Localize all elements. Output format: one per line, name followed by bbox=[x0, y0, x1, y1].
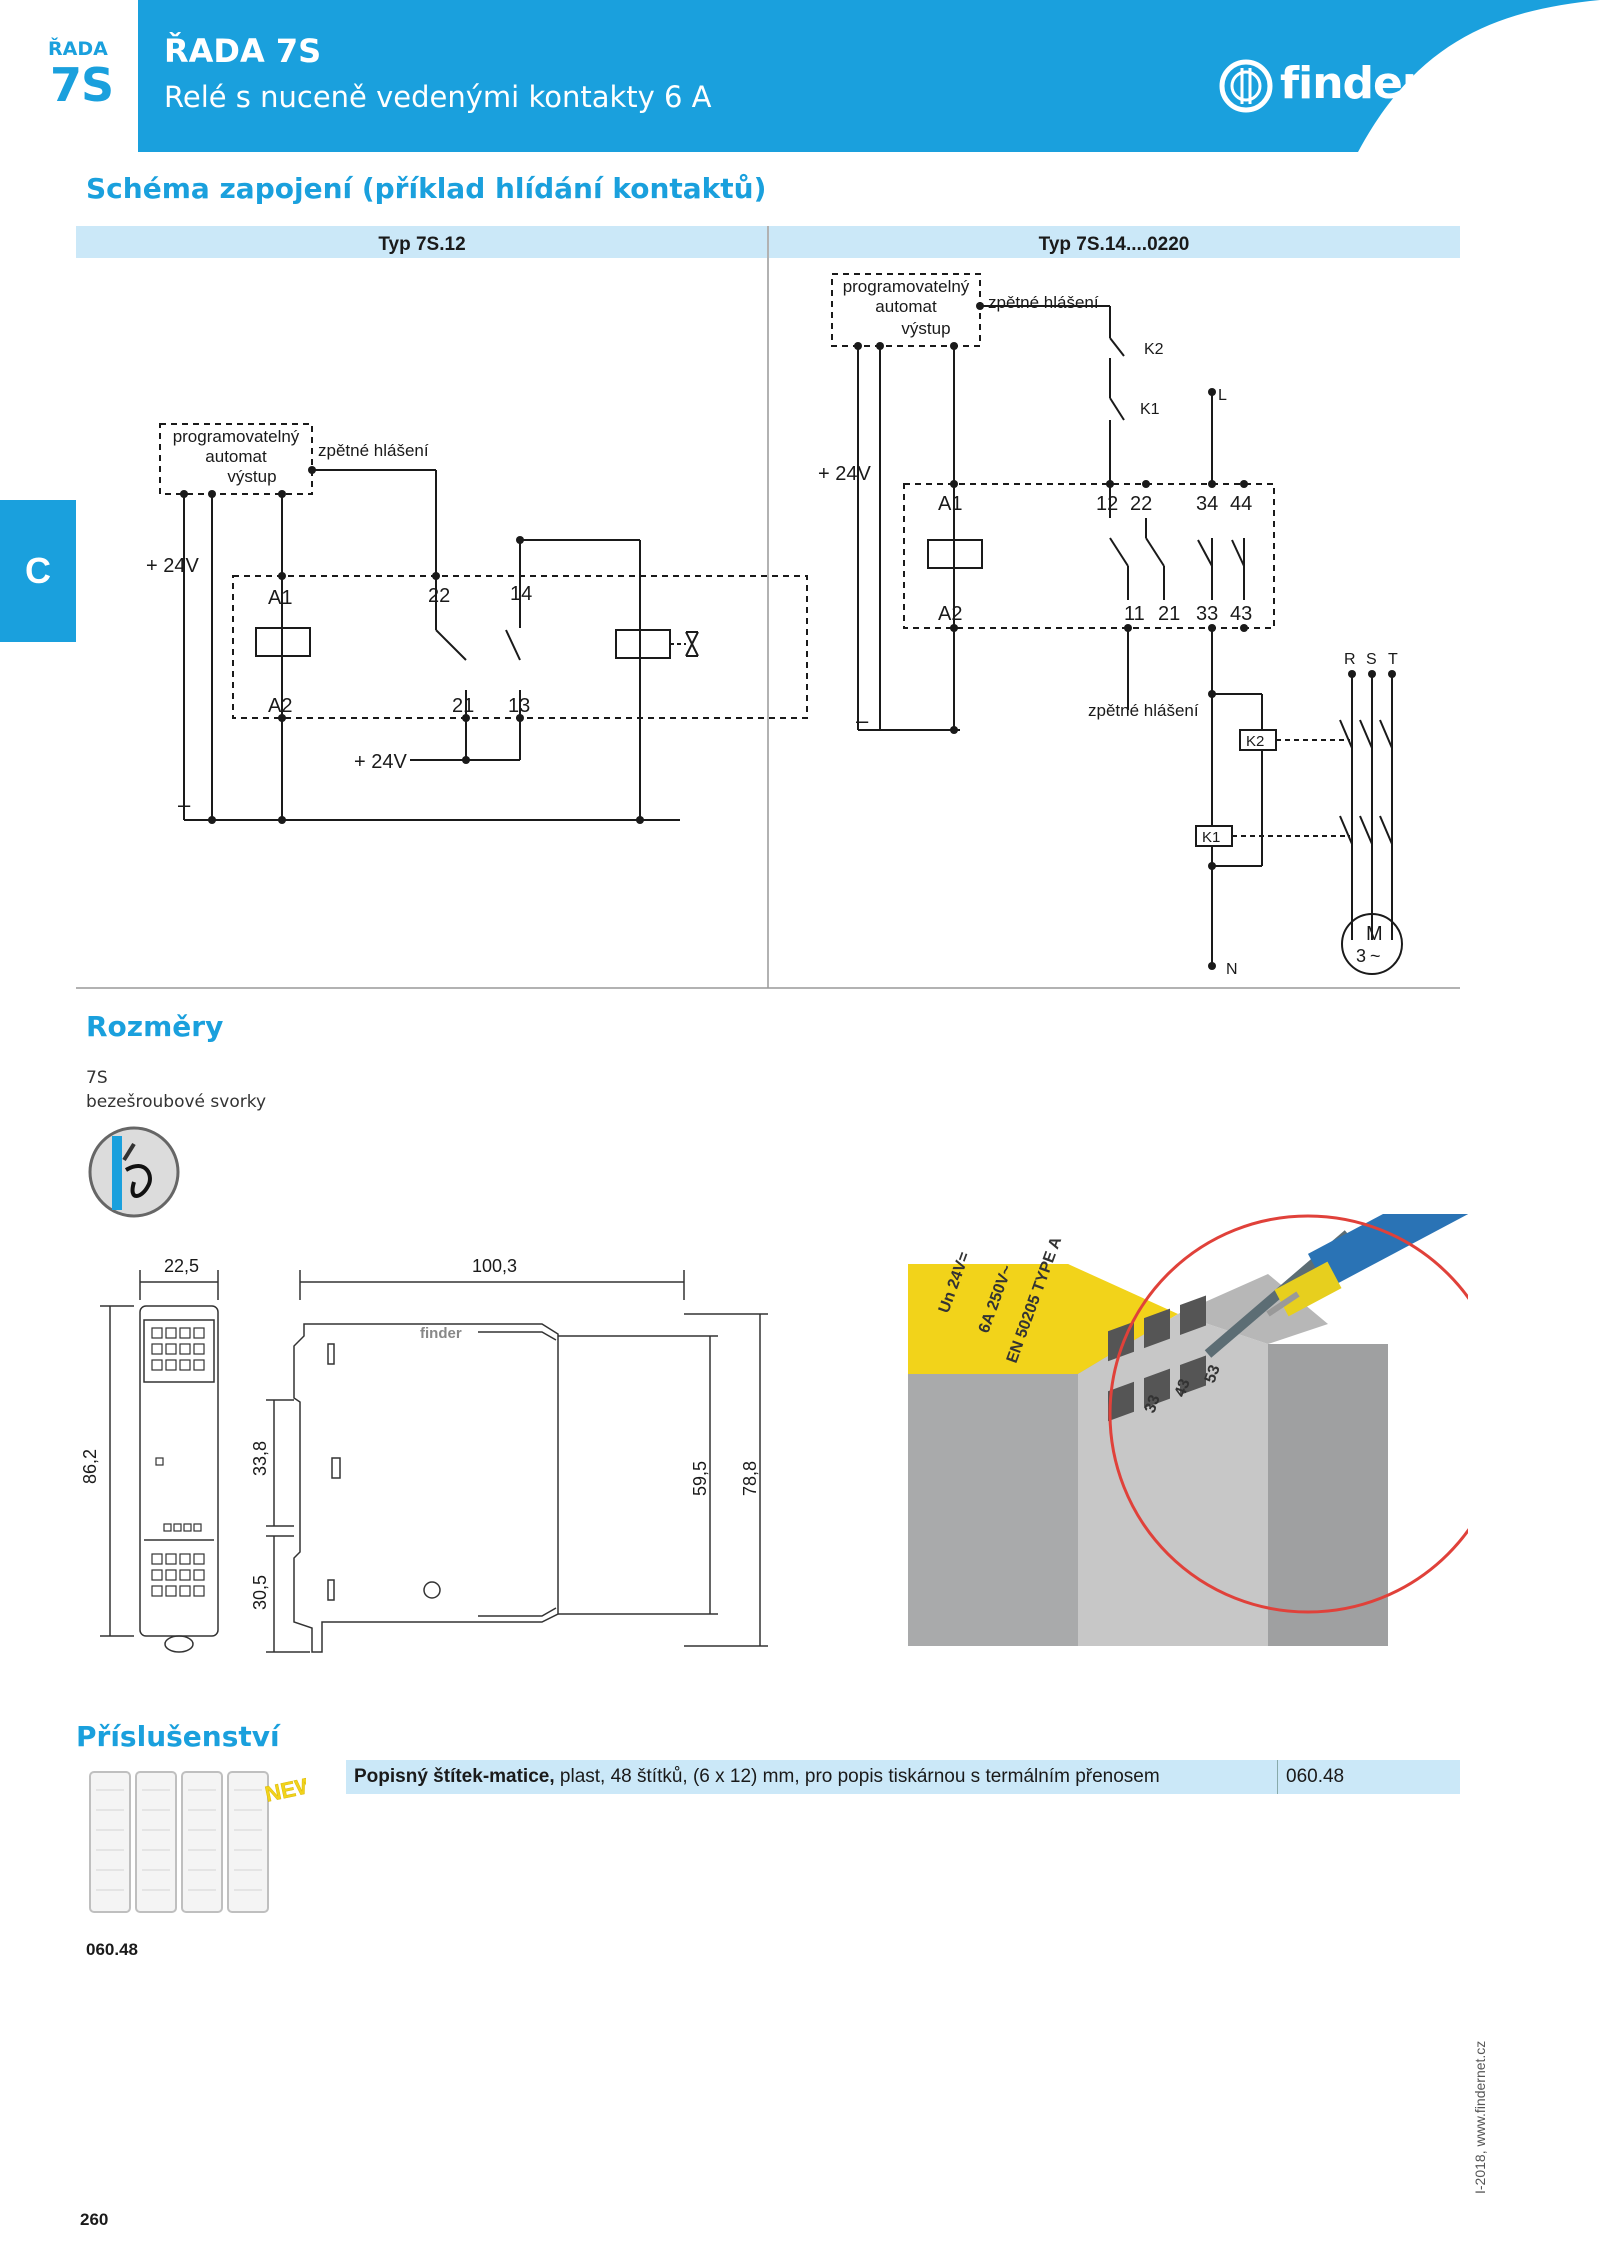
series-code: 7S bbox=[50, 58, 114, 112]
dimension-rail-label: 30,5 bbox=[250, 1575, 270, 1610]
page-number: 260 bbox=[80, 2210, 109, 2229]
supply-label: – bbox=[178, 792, 191, 817]
dimension-width-label: 22,5 bbox=[164, 1256, 199, 1276]
screwless-terminal-icon bbox=[88, 1126, 180, 1218]
page-subtitle: Relé s nuceně vedenými kontakty 6 A bbox=[164, 80, 712, 114]
supply-label: + 24V bbox=[146, 555, 199, 577]
terminal-label: 22 bbox=[428, 585, 450, 607]
model-label: 7S bbox=[86, 1068, 108, 1088]
plc-label: programovatelný bbox=[173, 427, 300, 446]
phase-label: T bbox=[1388, 651, 1398, 668]
terminal-label: 12 bbox=[1096, 493, 1118, 515]
right-diagram-title: Typ 7S.14....0220 bbox=[1039, 234, 1190, 255]
terminal-label: 21 bbox=[452, 695, 474, 717]
terminals-label: bezešroubové svorky bbox=[86, 1092, 267, 1112]
wiring-diagram: Typ 7S.12 Typ 7S.14....0220 programovate… bbox=[76, 226, 1460, 989]
new-badge: NEW bbox=[263, 1772, 306, 1807]
phase-label: N bbox=[1226, 961, 1238, 978]
finder-logo: finder bbox=[1218, 56, 1458, 121]
relay-label: K1 bbox=[1202, 829, 1220, 846]
supply-label: – bbox=[856, 708, 869, 733]
contact-label: K1 bbox=[1140, 401, 1160, 418]
dimension-height-label: 86,2 bbox=[80, 1449, 100, 1484]
footer-side-note: I-2018, www.findernet.cz bbox=[1472, 2040, 1488, 2194]
accessory-image-caption: 060.48 bbox=[86, 1940, 138, 1959]
phase-label: L bbox=[1218, 387, 1227, 404]
dimension-depth-label: 78,8 bbox=[740, 1461, 760, 1496]
terminal-label: 13 bbox=[508, 695, 530, 717]
plc-label: automat bbox=[875, 297, 937, 316]
phase-label: R bbox=[1344, 651, 1356, 668]
terminal-label: 11 bbox=[1124, 603, 1145, 625]
plc-label: výstup bbox=[901, 319, 950, 338]
page-title: ŘADA 7S bbox=[164, 32, 322, 70]
series-tab: ŘADA 7S bbox=[0, 0, 138, 152]
photo-label: 43 bbox=[1172, 1377, 1194, 1400]
motor-tilde: ~ bbox=[1370, 946, 1381, 966]
phase-label: S bbox=[1366, 651, 1377, 668]
supply-label: + 24V bbox=[354, 751, 407, 773]
motor-label: M bbox=[1366, 923, 1383, 945]
terminal-label: 44 bbox=[1230, 493, 1252, 515]
finder-logo-text: finder bbox=[1280, 58, 1424, 109]
relay-brand-mark: finder bbox=[420, 1325, 462, 1342]
accessory-code: 060.48 bbox=[1277, 1760, 1460, 1794]
accessory-details: plast, 48 štítků, (6 x 12) mm, pro popis… bbox=[554, 1766, 1160, 1787]
dimension-drawing: 22,5 100,3 86,2 33,8 30,5 59,5 78,8 find… bbox=[80, 1256, 768, 1653]
plc-label: automat bbox=[205, 447, 267, 466]
relay-label: K2 bbox=[1246, 733, 1264, 750]
terminal-label: 43 bbox=[1230, 603, 1252, 625]
dimension-rail-label: 33,8 bbox=[250, 1441, 270, 1476]
photo-label: 53 bbox=[1202, 1363, 1224, 1386]
accessory-image: NEW bbox=[89, 1771, 306, 1913]
accessories-section-title: Příslušenství bbox=[76, 1720, 280, 1753]
feedback-label: zpětné hlášení bbox=[988, 293, 1099, 312]
header-band bbox=[138, 0, 1600, 152]
left-diagram-title: Typ 7S.12 bbox=[378, 234, 465, 255]
terminal-label: A2 bbox=[938, 603, 962, 625]
dimension-length-label: 100,3 bbox=[472, 1256, 517, 1276]
terminal-label: 34 bbox=[1196, 493, 1218, 515]
plc-label: výstup bbox=[227, 467, 276, 486]
feedback-label: zpětné hlášení bbox=[1088, 701, 1199, 720]
product-photo: Un 24V= 6A 250V~ EN 50205 TYPE A 53 43 3… bbox=[908, 1214, 1468, 1646]
wiring-section-title: Schéma zapojení (příklad hlídání kontakt… bbox=[86, 172, 767, 205]
terminal-label: 33 bbox=[1196, 603, 1218, 625]
terminal-label: A2 bbox=[268, 695, 292, 717]
contact-label: K2 bbox=[1144, 341, 1164, 358]
terminal-label: 14 bbox=[510, 583, 532, 605]
terminal-label: A1 bbox=[938, 493, 962, 515]
supply-label: + 24V bbox=[818, 463, 871, 485]
dimension-depth-label: 59,5 bbox=[690, 1461, 710, 1496]
feedback-label: zpětné hlášení bbox=[318, 441, 429, 460]
photo-label: 33 bbox=[1142, 1393, 1164, 1416]
terminal-label: 22 bbox=[1130, 493, 1152, 515]
motor-label: 3 bbox=[1356, 946, 1366, 966]
terminal-label: 21 bbox=[1158, 603, 1180, 625]
accessory-row: Popisný štítek-matice, plast, 48 štítků,… bbox=[346, 1760, 1460, 1794]
accessory-description: Popisný štítek-matice, plast, 48 štítků,… bbox=[346, 1766, 1277, 1788]
series-small-label: ŘADA bbox=[48, 38, 108, 60]
dimensions-section-title: Rozměry bbox=[86, 1010, 224, 1043]
chapter-tab: C bbox=[0, 500, 76, 642]
terminal-label: A1 bbox=[268, 587, 292, 609]
accessory-name: Popisný štítek-matice, bbox=[354, 1766, 555, 1787]
plc-label: programovatelný bbox=[843, 277, 970, 296]
